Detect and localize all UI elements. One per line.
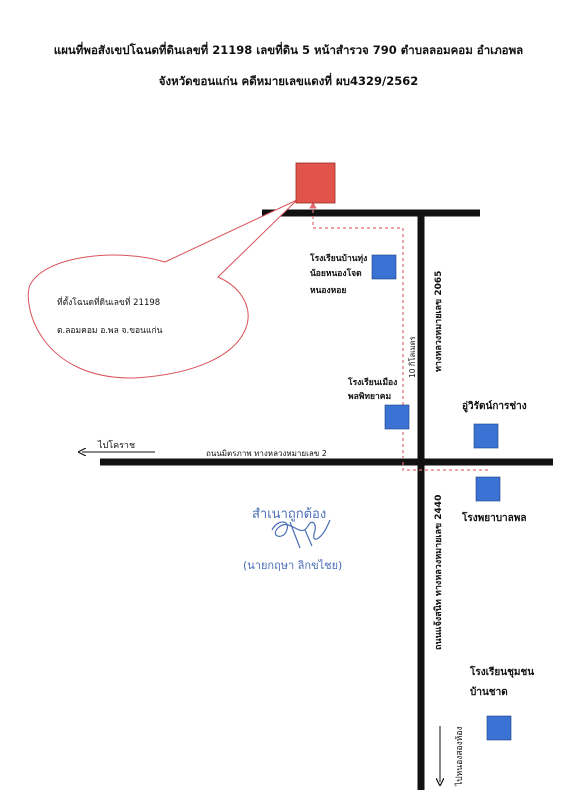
label-school-ban-thung-3: หนองหอย <box>310 286 347 296</box>
school-mueang-marker <box>384 404 410 430</box>
callout-line2: ต.ลอมคอม อ.พล จ.ขอนแก่น <box>57 326 163 336</box>
route-dashed <box>309 201 488 471</box>
stamp-name: (นายกฤษา ลิกขไชย) <box>243 559 343 572</box>
parcel-location <box>295 162 336 204</box>
school-ban-thung-marker <box>371 254 397 280</box>
label-to-nong-song-hong: ไปหนองสองห้อง <box>455 726 465 786</box>
label-hospital: โรงพยาบาลพล <box>462 513 527 524</box>
map-title-line2: จังหวัดขอนแก่น คดีหมายเลขแดงที่ ผบ4329/2… <box>158 74 419 88</box>
stamp-certified: สำเนาถูกต้อง <box>252 507 327 522</box>
label-school-chumchon-1: โรงเรียนชุมชน <box>470 667 535 678</box>
label-distance: 10 กิโลเมตร <box>408 336 417 379</box>
label-school-chumchon-2: บ้านชาด <box>470 687 508 698</box>
label-school-ban-thung-2: น้อยหนองโจด <box>310 269 362 279</box>
label-mittraphap: ถนนมิตรภาพ ทางหลวงหมายเลข 2 <box>206 449 327 458</box>
signature-scribble <box>271 519 331 549</box>
shop-marker <box>473 423 499 449</box>
label-school-ban-thung-1: โรงเรียนบ้านทุ่ง <box>310 254 368 264</box>
label-school-mueang-1: โรงเรียนเมือง <box>348 378 398 388</box>
label-hwy-2065: ทางหลวงหมายเลข 2065 <box>434 270 444 372</box>
label-to-khorat: ไปโคราช <box>98 441 136 451</box>
label-school-mueang-2: พลพิทยาคม <box>348 392 392 402</box>
callout-line1: ที่ตั้งโฉนดที่ดินเลขที่ 21198 <box>57 298 161 308</box>
callout-bubble <box>27 199 298 379</box>
hospital-marker <box>475 476 501 502</box>
label-chaeng-sanit: ถนนแจ้งสนิท ทางหลวงหมายเลข 2440 <box>434 494 444 650</box>
label-shop: อู่วิรัตน์การช่าง <box>462 401 527 412</box>
map-title-line1: แผนที่พอสังเขปโฉนดที่ดินเลขที่ 21198 เลข… <box>53 43 524 57</box>
school-chumchon-marker <box>486 715 512 741</box>
